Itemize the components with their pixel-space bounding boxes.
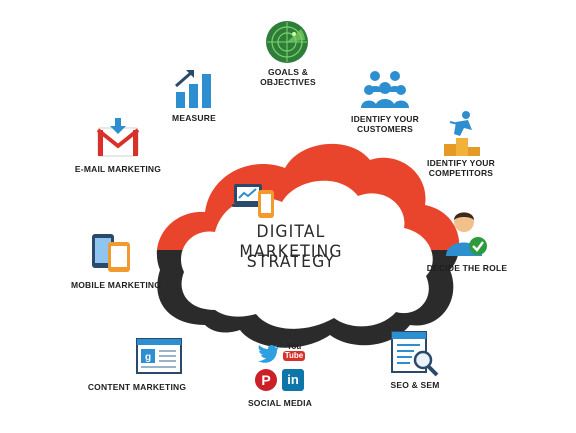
item-content: g CONTENT MARKETING bbox=[84, 338, 190, 394]
item-goals: GOALS & OBJECTIVES bbox=[258, 20, 318, 90]
document-search-icon bbox=[391, 331, 439, 377]
person-check-icon bbox=[446, 212, 487, 256]
goals-label-line2: OBJECTIVES bbox=[260, 77, 316, 87]
radar-icon bbox=[266, 21, 308, 63]
customers-label-line1: IDENTIFY YOUR bbox=[351, 114, 419, 124]
item-role: DECIDE THE ROLE bbox=[422, 210, 512, 276]
mobile-devices-icon bbox=[92, 234, 130, 272]
content-label: CONTENT MARKETING bbox=[87, 382, 187, 392]
social-label: SOCIAL MEDIA bbox=[247, 398, 313, 408]
bar-chart-arrow-icon bbox=[175, 70, 211, 108]
measure-label: MEASURE bbox=[172, 113, 216, 123]
center-title-line1: DIGITAL MARKETING bbox=[239, 222, 343, 262]
mobile-label: MOBILE MARKETING bbox=[70, 280, 162, 290]
role-label: DECIDE THE ROLE bbox=[426, 263, 508, 273]
center-title-line2: STRATEGY bbox=[246, 252, 336, 272]
news-page-icon: g bbox=[136, 338, 182, 374]
youtube-text-line2: Tube bbox=[283, 351, 305, 361]
item-seo: SEO & SEM bbox=[380, 330, 450, 392]
people-group-icon bbox=[361, 71, 409, 108]
competitors-label-line1: IDENTIFY YOUR bbox=[427, 158, 495, 168]
twitter-bird-icon bbox=[258, 345, 278, 363]
podium-runner-icon bbox=[444, 111, 480, 156]
youtube-badge: You Tube bbox=[283, 342, 305, 366]
goals-label-line1: GOALS & bbox=[267, 67, 309, 77]
item-competitors: IDENTIFY YOUR COMPETITORS bbox=[420, 110, 502, 182]
laptop-tablet-icon bbox=[232, 184, 274, 218]
competitors-label-line2: COMPETITORS bbox=[428, 168, 494, 178]
linkedin-badge: in bbox=[282, 369, 304, 391]
svg-text:g: g bbox=[145, 352, 151, 363]
customers-label-line2: CUSTOMERS bbox=[357, 124, 413, 134]
item-mobile: MOBILE MARKETING bbox=[66, 232, 166, 292]
email-label: E-MAIL MARKETING bbox=[74, 164, 162, 174]
item-customers: IDENTIFY YOUR CUSTOMERS bbox=[345, 66, 425, 138]
item-social: You Tube P in SOCIAL MEDIA bbox=[240, 342, 320, 412]
youtube-text-line1: You bbox=[286, 342, 302, 351]
pinterest-badge: P bbox=[255, 369, 277, 391]
item-measure: MEASURE bbox=[164, 66, 224, 130]
gmail-envelope-icon bbox=[96, 118, 140, 157]
seo-label: SEO & SEM bbox=[390, 380, 440, 390]
item-email: E-MAIL MARKETING bbox=[68, 118, 168, 178]
